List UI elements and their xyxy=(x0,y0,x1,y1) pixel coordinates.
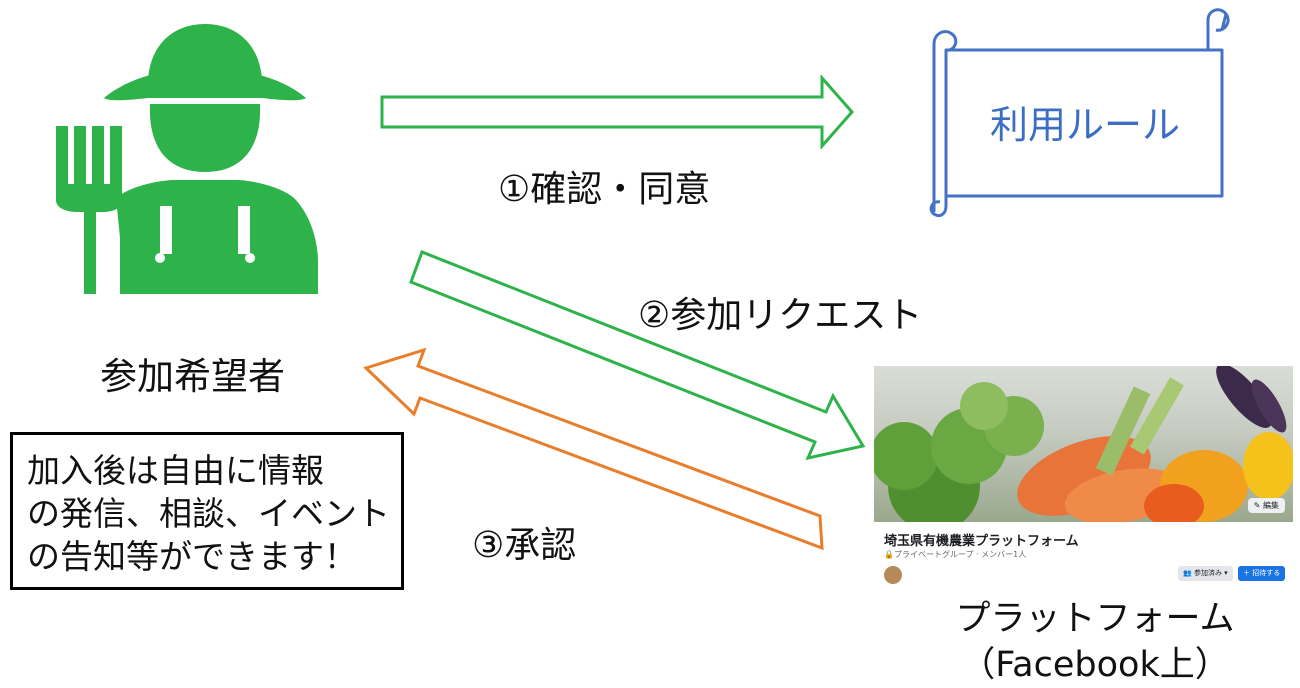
edit-button[interactable]: ✎ 編集 xyxy=(1247,498,1285,513)
note-line: の発信、相談、イベント xyxy=(27,494,390,533)
rules-label: 利用ルール xyxy=(990,103,1181,147)
note-box: 加入後は自由に情報 の発信、相談、イベント の告知等ができます！ xyxy=(10,432,404,590)
platform-caption-line: （Facebook上） xyxy=(960,645,1230,685)
step2-label: ②参加リクエスト xyxy=(638,295,923,336)
step1-label: ①確認・同意 xyxy=(498,169,711,210)
avatar xyxy=(884,566,902,584)
group-meta: 🔒プライベートグループ · メンバー1人 xyxy=(884,550,1027,559)
arrow-step3 xyxy=(363,347,824,551)
pitchfork-icon xyxy=(56,126,122,294)
platform-caption-line: プラットフォーム xyxy=(955,599,1235,639)
invite-button[interactable]: ＋ 招待する xyxy=(1238,566,1286,581)
joined-button[interactable]: 👥 参加済み ▾ xyxy=(1178,566,1233,581)
step3-label: ③承認 xyxy=(472,525,577,566)
note-line: の告知等ができます！ xyxy=(27,537,357,576)
facebook-group-card: ✎ 編集 埼玉県有機農業プラットフォーム 🔒プライベートグループ · メンバー1… xyxy=(874,366,1293,590)
arrow-step1 xyxy=(380,74,855,150)
participant-label: 参加希望者 xyxy=(100,355,285,398)
note-line: 加入後は自由に情報 xyxy=(27,451,324,490)
arrow-step2 xyxy=(409,250,866,461)
farmer-icon xyxy=(104,24,318,294)
vegetables-image: ✎ 編集 xyxy=(874,366,1293,522)
platform-caption: プラットフォーム （Facebook上） xyxy=(900,596,1290,688)
group-name: 埼玉県有機農業プラットフォーム xyxy=(884,534,1079,549)
scroll-icon xyxy=(929,8,1230,218)
